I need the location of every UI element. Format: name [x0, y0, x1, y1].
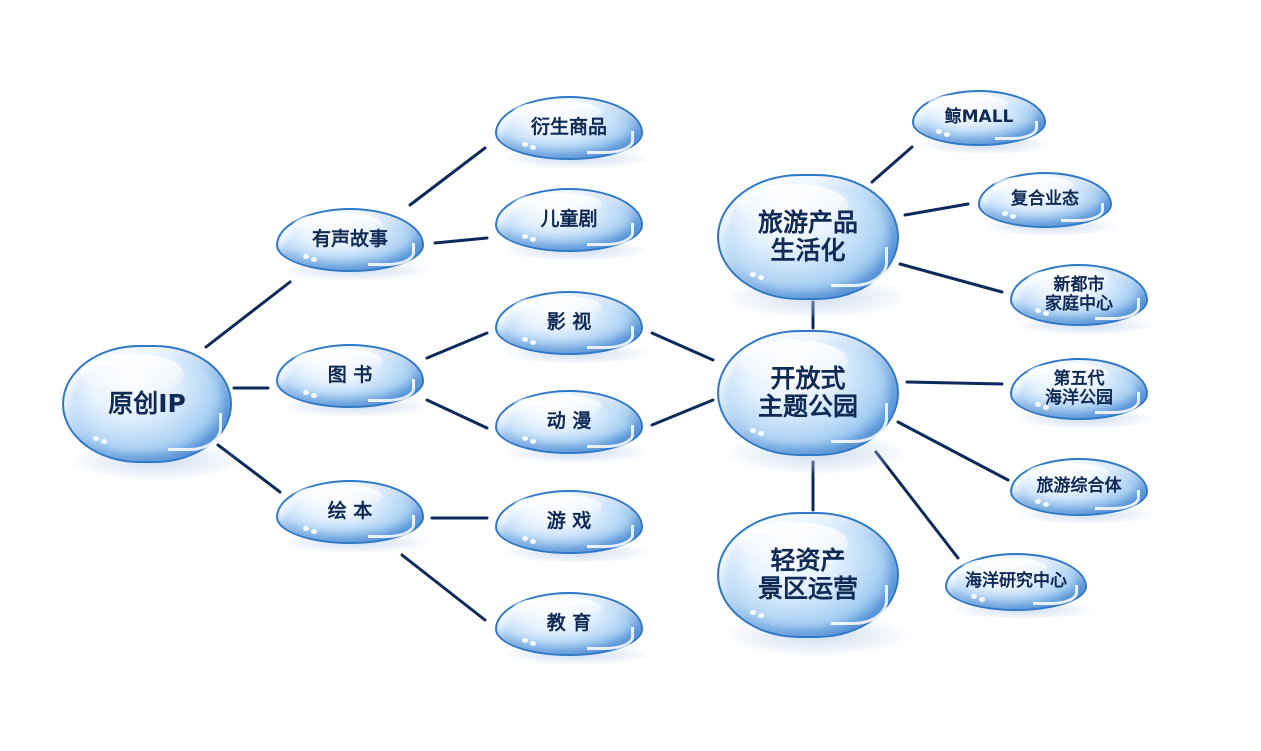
- node-mixed-business-label: 复合业态: [1011, 189, 1079, 210]
- node-open-theme-park-label: 开放式 主题公园: [757, 364, 858, 421]
- node-ocean-research[interactable]: 海洋研究中心: [945, 553, 1093, 620]
- node-animation-label: 动 漫: [546, 410, 592, 433]
- link-yuanchuang-yousheng: [204, 280, 292, 349]
- link-kaifang-diwudai: [905, 380, 1004, 386]
- node-open-theme-park[interactable]: 开放式 主题公园: [717, 330, 907, 474]
- node-education[interactable]: 教 育: [495, 592, 649, 665]
- link-huiben-jiaoyu: [400, 553, 487, 622]
- node-derivatives-label: 衍生商品: [530, 116, 607, 139]
- node-tourism-complex[interactable]: 旅游综合体: [1010, 458, 1154, 525]
- node-tourism-lifestyle[interactable]: 旅游产品 生活化: [717, 174, 907, 318]
- link-yingshi-kaifang: [650, 331, 715, 362]
- node-books-label: 图 书: [327, 364, 373, 387]
- node-picture-book-label: 绘 本: [327, 500, 373, 523]
- link-yousheng-ertongju: [433, 236, 489, 245]
- node-film-tv-label: 影 视: [546, 311, 592, 334]
- link-tushu-yingshi: [425, 331, 489, 360]
- node-ocean-research-label: 海洋研究中心: [965, 571, 1067, 592]
- node-children-drama-label: 儿童剧: [540, 208, 598, 231]
- node-children-drama[interactable]: 儿童剧: [495, 188, 649, 261]
- node-original-ip[interactable]: 原创IP: [62, 345, 239, 480]
- link-dongman-kaifang: [650, 398, 715, 427]
- node-urban-family-center[interactable]: 新都市 家庭中心: [1010, 264, 1154, 335]
- node-mixed-business[interactable]: 复合业态: [978, 172, 1118, 236]
- node-original-ip-label: 原创IP: [108, 389, 186, 418]
- node-games[interactable]: 游 戏: [495, 490, 649, 563]
- node-education-label: 教 育: [546, 612, 592, 635]
- node-audio-story-label: 有声故事: [311, 228, 388, 251]
- node-games-label: 游 戏: [546, 510, 592, 533]
- node-tourism-lifestyle-label: 旅游产品 生活化: [757, 208, 858, 265]
- node-whale-mall-label: 鲸MALL: [944, 107, 1014, 128]
- link-kaifang-haiyang: [874, 450, 960, 560]
- node-derivatives[interactable]: 衍生商品: [495, 96, 649, 169]
- node-film-tv[interactable]: 影 视: [495, 291, 649, 364]
- node-asset-light-ops-label: 轻资产 景区运营: [757, 546, 858, 603]
- link-tushu-dongman: [425, 398, 489, 430]
- link-kaifang-lvyouzonghe: [896, 420, 1010, 482]
- node-whale-mall[interactable]: 鲸MALL: [912, 90, 1052, 154]
- node-tourism-complex-label: 旅游综合体: [1036, 476, 1122, 497]
- node-animation[interactable]: 动 漫: [495, 390, 649, 463]
- node-audio-story[interactable]: 有声故事: [276, 208, 430, 281]
- node-picture-book[interactable]: 绘 本: [276, 480, 430, 553]
- node-urban-family-center-label: 新都市 家庭中心: [1045, 274, 1113, 314]
- link-lvyou-xindushi: [898, 262, 1004, 294]
- link-lvyou-fuhe: [903, 202, 970, 217]
- node-books[interactable]: 图 书: [276, 344, 430, 417]
- node-fifth-gen-ocean-park[interactable]: 第五代 海洋公园: [1010, 358, 1154, 429]
- link-yousheng-yansheng: [408, 146, 487, 207]
- node-asset-light-ops[interactable]: 轻资产 景区运营: [717, 512, 907, 656]
- node-fifth-gen-ocean-park-label: 第五代 海洋公园: [1045, 368, 1113, 408]
- link-lvyou-jingmall: [870, 145, 914, 184]
